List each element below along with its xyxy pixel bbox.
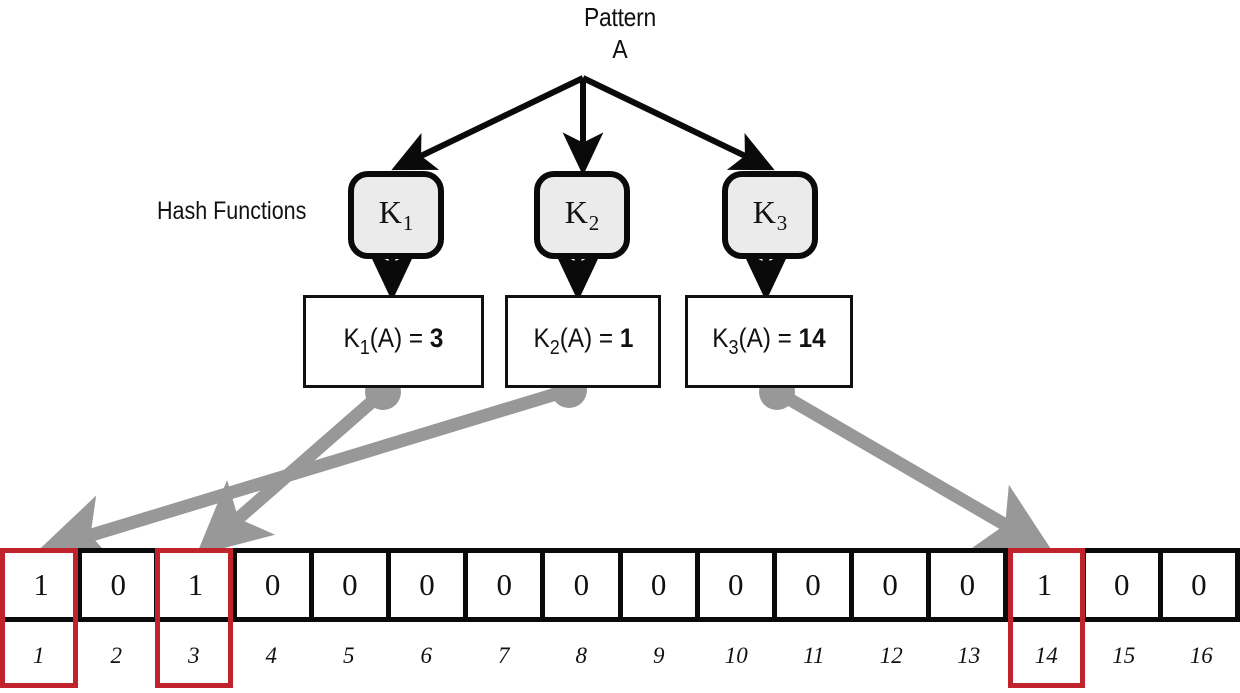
- result-subscript-3: 3: [728, 337, 739, 359]
- hash-subscript-3: 3: [776, 211, 788, 235]
- result-subscript-1: 1: [359, 337, 370, 359]
- result-arg-2: (A) =: [559, 323, 613, 353]
- bit-cell[interactable]: 0: [463, 548, 546, 622]
- bit-index-label: 2: [110, 643, 123, 668]
- bit-cell[interactable]: 0: [771, 548, 855, 622]
- bit-index-label: 14: [1034, 643, 1058, 668]
- bit-cell[interactable]: 0: [617, 548, 700, 622]
- bit-cell[interactable]: 0: [1080, 548, 1163, 622]
- bit-index-label: 3: [188, 643, 200, 668]
- pattern-name: A: [612, 34, 628, 64]
- hash-function-box-1[interactable]: K1: [348, 171, 444, 259]
- hash-functions-label: Hash Functions: [157, 197, 307, 225]
- bit-cell[interactable]: 1: [1003, 548, 1086, 622]
- bit-cell[interactable]: 0: [694, 548, 777, 622]
- hash-subscript-1: 1: [402, 211, 414, 235]
- bit-index-label: 13: [957, 643, 981, 668]
- result-arg-1: (A) =: [369, 323, 424, 353]
- bit-index-label: 16: [1189, 643, 1213, 668]
- hash-result-text-1: K1(A) = 3: [343, 323, 444, 359]
- bit-index-label: 11: [803, 643, 825, 668]
- hash-result-box-3: K3(A) = 14: [685, 295, 853, 388]
- bit-cell[interactable]: 0: [308, 548, 391, 622]
- bit-cell[interactable]: 0: [926, 548, 1009, 622]
- hash-function-box-3[interactable]: K3: [722, 171, 818, 259]
- hash-function-label-3: K3: [752, 194, 788, 235]
- bit-index-label: 9: [653, 643, 665, 668]
- bit-index-label: 10: [724, 643, 748, 668]
- bit-cell[interactable]: 0: [849, 548, 932, 622]
- hash-result-text-2: K2(A) = 1: [533, 323, 633, 359]
- bit-cell[interactable]: 0: [77, 548, 160, 622]
- result-arg-3: (A) =: [738, 323, 792, 353]
- hash-result-text-3: K3(A) = 14: [712, 323, 826, 359]
- bit-index-label: 6: [420, 643, 433, 668]
- bit-cell[interactable]: 0: [1157, 548, 1240, 622]
- pattern-fanout-arrows: [391, 75, 775, 176]
- bit-index-label: 1: [33, 643, 45, 668]
- result-value-2: 1: [619, 323, 633, 353]
- bit-index-label: 5: [343, 643, 355, 668]
- bit-cell[interactable]: 0: [385, 548, 469, 622]
- hash-subscript-2: 2: [588, 211, 600, 235]
- hash-function-label-1: K1: [378, 194, 414, 235]
- bit-cell[interactable]: 1: [0, 548, 83, 622]
- bit-cell[interactable]: 1: [154, 548, 237, 622]
- result-to-bit-arrows: [37, 372, 1054, 566]
- hash-result-box-2: K2(A) = 1: [505, 295, 661, 388]
- result-subscript-2: 2: [549, 337, 560, 359]
- bit-index-label: 7: [498, 643, 510, 668]
- page-title: Pattern: [584, 2, 656, 32]
- bit-cell[interactable]: 0: [540, 548, 623, 622]
- bit-cell[interactable]: 0: [231, 548, 314, 622]
- bit-index-label: 12: [879, 643, 903, 668]
- hash-function-box-2[interactable]: K2: [534, 171, 630, 259]
- hash-function-label-2: K2: [564, 194, 600, 235]
- result-value-3: 14: [798, 323, 826, 353]
- bit-index-label: 8: [575, 643, 588, 668]
- hashbox-to-result-arrows: [368, 250, 790, 302]
- result-value-1: 3: [429, 323, 444, 353]
- bit-index-label: 4: [265, 643, 278, 668]
- bit-index-label: 15: [1112, 643, 1136, 668]
- hash-result-box-1: K1(A) = 3: [303, 295, 484, 388]
